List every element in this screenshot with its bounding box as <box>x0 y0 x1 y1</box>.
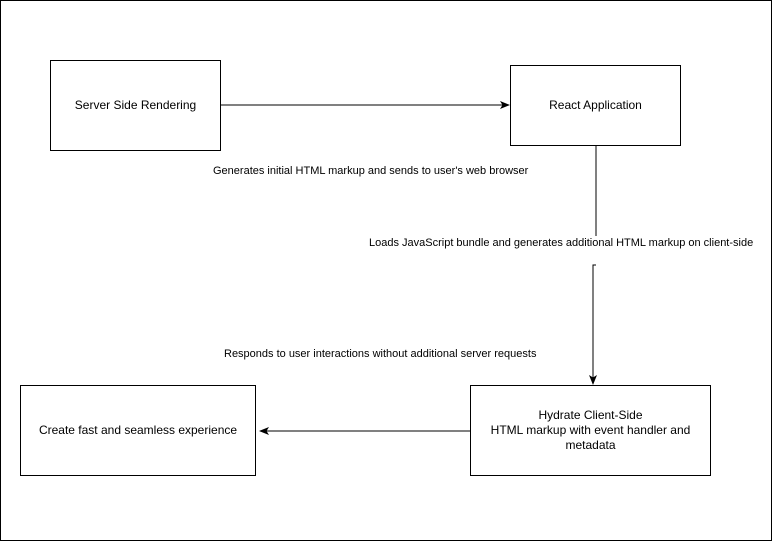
edge-label-generates: Generates initial HTML markup and sends … <box>213 165 529 178</box>
node-react-application: React Application <box>510 65 681 146</box>
node-label-hydrate-line1: Hydrate Client-Side <box>538 408 643 422</box>
node-label-hydrate-line3: metadata <box>565 438 616 452</box>
edge-loads-to-hydrate <box>589 264 597 385</box>
node-label-fast-seamless-experience: Create fast and seamless experience <box>38 423 238 437</box>
node-hydrate-client-side: Hydrate Client-Side HTML markup with eve… <box>470 385 711 476</box>
edge-label-loads: Loads JavaScript bundle and generates ad… <box>369 237 754 250</box>
node-fast-seamless-experience: Create fast and seamless experience <box>20 385 256 476</box>
node-label-hydrate-line2: HTML markup with event handler and <box>490 423 691 437</box>
node-server-side-rendering: Server Side Rendering <box>50 60 221 151</box>
edge-label-responds: Responds to user interactions without ad… <box>224 348 537 361</box>
node-label-server-side-rendering: Server Side Rendering <box>74 98 197 112</box>
node-label-react-application: React Application <box>549 98 642 112</box>
